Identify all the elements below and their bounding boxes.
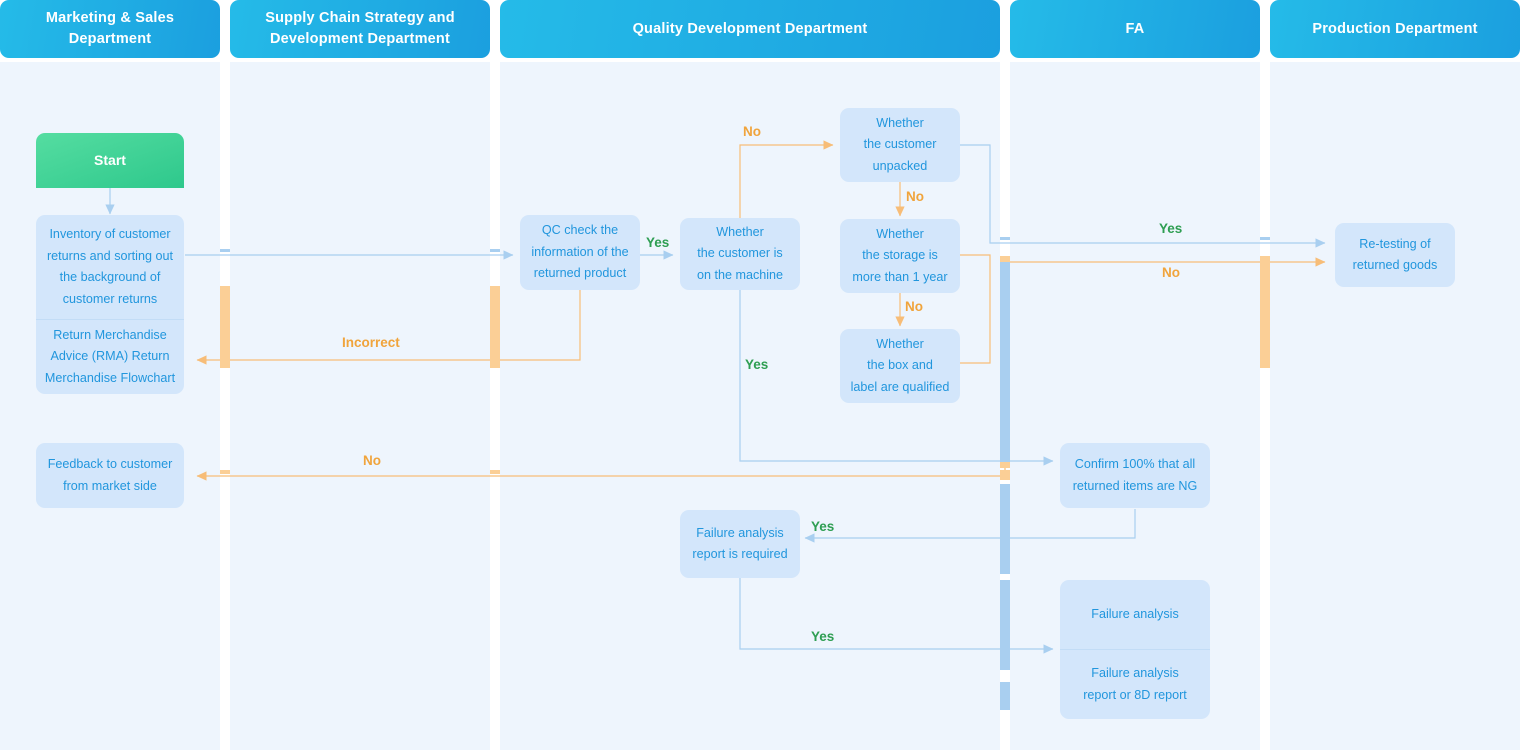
lane-header-supply-chain[interactable]: Supply Chain Strategy and Development De…	[230, 0, 490, 58]
gutter-chip	[220, 470, 230, 474]
gutter-chip	[490, 470, 500, 474]
gutter-chip	[490, 286, 500, 368]
node-storage-more-than-1-year[interactable]: Whether the storage is more than 1 year	[840, 219, 960, 293]
node-rma-flowchart[interactable]: Return Merchandise Advice (RMA) Return M…	[36, 320, 184, 394]
gutter-chip	[1000, 484, 1010, 574]
edge-label-yes-fa-required: Yes	[811, 519, 835, 534]
gutter-chip	[1000, 580, 1010, 670]
gutter-chip	[1000, 470, 1010, 480]
edge-label-no-unpacked: No	[743, 124, 761, 139]
gutter-chip	[1000, 682, 1010, 710]
node-retesting-returned-goods[interactable]: Re-testing of returned goods	[1335, 223, 1455, 287]
node-divider	[36, 319, 184, 320]
lane-supply-chain	[230, 62, 490, 750]
gutter-chip	[1000, 262, 1010, 462]
node-inventory-returns[interactable]: Inventory of customer returns and sortin…	[36, 215, 184, 319]
gutter-chip	[220, 286, 230, 368]
node-fa-report-required[interactable]: Failure analysis report is required	[680, 510, 800, 578]
edge-label-yes-failure-analysis: Yes	[811, 629, 835, 644]
gutter-chip	[1260, 237, 1270, 240]
lane-production	[1270, 62, 1520, 750]
node-confirm-100-ng[interactable]: Confirm 100% that all returned items are…	[1060, 443, 1210, 508]
node-feedback-to-customer[interactable]: Feedback to customer from market side	[36, 443, 184, 508]
node-fa-or-8d-report[interactable]: Failure analysis report or 8D report	[1060, 650, 1210, 719]
node-start[interactable]: Start	[36, 133, 184, 188]
node-divider	[1060, 649, 1210, 650]
lane-header-quality[interactable]: Quality Development Department	[500, 0, 1000, 58]
lane-header-production[interactable]: Production Department	[1270, 0, 1520, 58]
edge-label-no-feedback: No	[363, 453, 381, 468]
edge-label-yes-on-machine: Yes	[745, 357, 769, 372]
edge-label-no-retest: No	[1162, 265, 1180, 280]
edge-label-no-box-label: No	[905, 299, 923, 314]
edge-label-yes-retest: Yes	[1159, 221, 1183, 236]
node-customer-unpacked[interactable]: Whether the customer unpacked	[840, 108, 960, 182]
node-customer-on-machine[interactable]: Whether the customer is on the machine	[680, 218, 800, 290]
gutter-chip	[490, 249, 500, 252]
gutter-chip	[1260, 256, 1270, 368]
edge-label-yes-qc: Yes	[646, 235, 670, 250]
gutter-chip	[220, 249, 230, 252]
node-box-and-label-qualified[interactable]: Whether the box and label are qualified	[840, 329, 960, 403]
edge-label-no-storage: No	[906, 189, 924, 204]
edge-label-incorrect: Incorrect	[342, 335, 400, 350]
node-qc-check[interactable]: QC check the information of the returned…	[520, 215, 640, 290]
lane-header-marketing[interactable]: Marketing & Sales Department	[0, 0, 220, 58]
node-failure-analysis[interactable]: Failure analysis	[1060, 580, 1210, 649]
gutter-chip	[1000, 237, 1010, 240]
lane-header-fa[interactable]: FA	[1010, 0, 1260, 58]
